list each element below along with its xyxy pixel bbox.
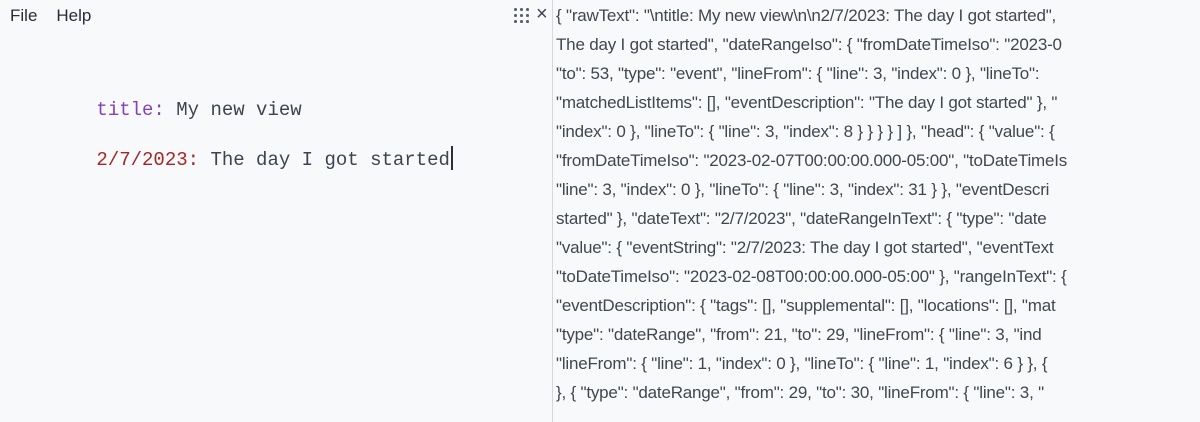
json-line: started" }, "dateText": "2/7/2023", "dat… (556, 209, 1047, 228)
json-line: "index": 0 }, "lineTo": { "line": 3, "in… (556, 122, 1055, 141)
json-line: "value": { "eventString": "2/7/2023: The… (556, 238, 1054, 257)
json-output-panel[interactable]: { "rawText": "\ntitle: My new view\n\n2/… (553, 0, 1200, 422)
drag-handle-icon[interactable] (514, 8, 529, 23)
json-line: { "rawText": "\ntitle: My new view\n\n2/… (556, 6, 1057, 25)
panel-divider (552, 0, 553, 422)
editor-line-title: title: My new view (28, 74, 302, 146)
menu-item-file[interactable]: File (10, 6, 38, 25)
json-line: "toDateTimeIso": "2023-02-08T00:00:00.00… (556, 267, 1067, 286)
json-line: }, { "type": "dateRange", "from": 29, "t… (556, 383, 1044, 402)
json-line: "lineFrom": { "line": 1, "index": 0 }, "… (556, 354, 1048, 373)
editor-title-value: My new view (164, 99, 302, 121)
json-line: "to": 53, "type": "event", "lineFrom": {… (556, 64, 1040, 83)
menu-bar: File Help (10, 6, 91, 26)
json-line: "eventDescription": { "tags": [], "suppl… (556, 296, 1056, 315)
json-line: "type": "dateRange", "from": 21, "to": 2… (556, 325, 1042, 344)
text-cursor (450, 146, 453, 170)
editor-event-text: The day I got started (199, 149, 450, 171)
editor-title-key: title: (96, 99, 165, 121)
menu-item-help[interactable]: Help (56, 6, 92, 25)
json-line: "matchedListItems": [], "eventDescriptio… (556, 93, 1058, 112)
json-line: The day I got started", "dateRangeIso": … (556, 35, 1062, 54)
json-line: "fromDateTimeIso": "2023-02-07T00:00:00.… (556, 151, 1068, 170)
close-icon[interactable]: × (536, 3, 548, 25)
editor-date-key: 2/7/2023: (96, 149, 200, 171)
json-line: "line": 3, "index": 0 }, "lineTo": { "li… (556, 180, 1050, 199)
editor-line-event: 2/7/2023: The day I got started (28, 122, 453, 196)
editor-pane[interactable]: title: My new view 2/7/2023: The day I g… (0, 0, 552, 422)
